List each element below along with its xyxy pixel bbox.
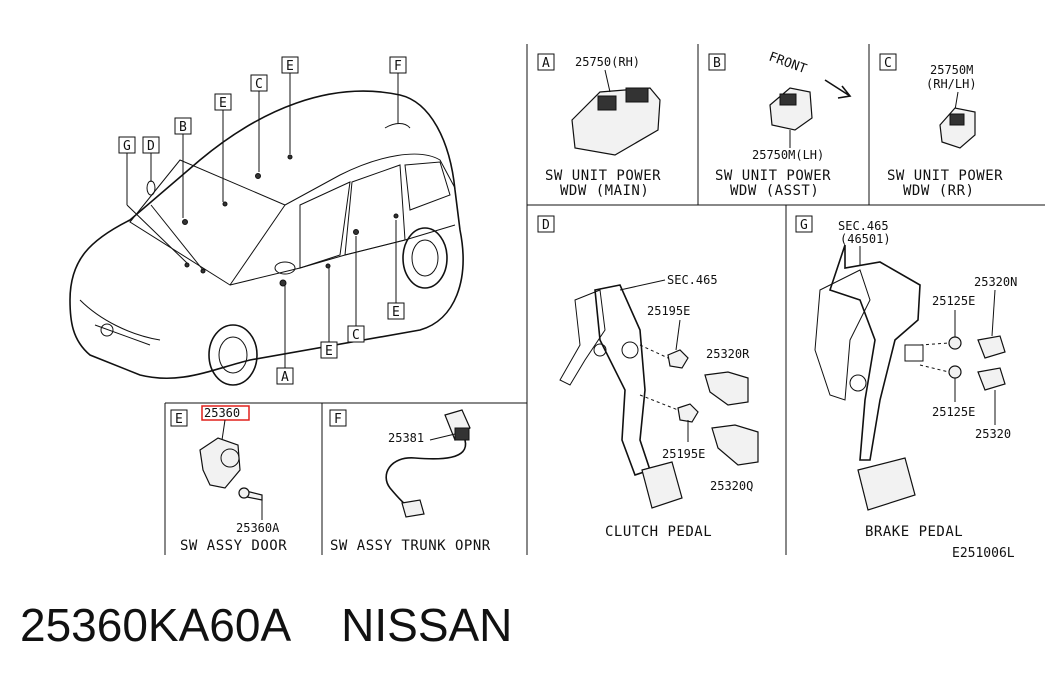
callout-b: B: [179, 120, 187, 135]
panel-d-letter: D: [542, 218, 550, 233]
callout-f: F: [394, 59, 402, 74]
panel-d-part-4: 25320Q: [710, 479, 753, 493]
panel-b-part-no: 25750M(LH): [752, 148, 824, 162]
callout-e-a: E: [219, 96, 227, 111]
panel-e-part-no: 25360A: [236, 521, 280, 535]
panel-d-sec: SEC.465: [667, 273, 718, 287]
callout-a: A: [281, 370, 289, 385]
callout-a-box: [276, 367, 294, 385]
footer: 25360KA60A NISSAN: [20, 598, 562, 652]
brand-name: NISSAN: [341, 599, 513, 651]
panel-a-caption-1: SW UNIT POWER: [545, 168, 661, 184]
panel-d-letter-box: [537, 215, 555, 233]
callout-c-box-b: [347, 325, 365, 343]
clutch-pedal-illustration: [559, 279, 759, 509]
panel-g-part-4: 25320: [975, 427, 1011, 441]
callout-e-b: E: [286, 59, 294, 74]
callout-f-box: [389, 56, 407, 74]
panel-e-letter: E: [175, 412, 183, 427]
panel-e-letter-box: [170, 409, 188, 427]
power-window-switch-asst: [769, 87, 813, 148]
panel-a-letter-box: [537, 53, 555, 71]
panel-b-caption-2: WDW (ASST): [730, 183, 819, 199]
callout-e-box-c: [320, 341, 338, 359]
panel-g-letter-box: [795, 215, 813, 233]
panel-b-letter-box: [708, 53, 726, 71]
callout-e-box-a: [214, 93, 232, 111]
panel-g-letter: G: [800, 218, 808, 233]
panel-c-caption-1: SW UNIT POWER: [887, 168, 1003, 184]
panel-d-caption: CLUTCH PEDAL: [605, 524, 712, 540]
panel-a-part-no: 25750(RH): [575, 55, 640, 69]
panel-c-letter-box: [879, 53, 897, 71]
door-switch-illustration: [199, 419, 263, 520]
diagram-code: E251006L: [952, 546, 1015, 561]
panel-f-letter: F: [334, 412, 342, 427]
panel-b-caption-1: SW UNIT POWER: [715, 168, 831, 184]
panel-g-part-3: 25125E: [932, 405, 975, 419]
panel-e-caption: SW ASSY DOOR: [180, 538, 287, 554]
panel-f-letter-box: [329, 409, 347, 427]
part-number: 25360KA60A: [20, 599, 292, 651]
callout-e-box-d: [387, 302, 405, 320]
panel-g-part-2: 25125E: [932, 294, 975, 308]
power-window-switch-main: [571, 69, 661, 156]
front-label: FRONT: [767, 50, 809, 78]
panel-b-letter: B: [713, 56, 721, 71]
callout-d-box: [142, 136, 160, 154]
panel-a-caption-2: WDW (MAIN): [560, 183, 649, 199]
callout-g: G: [123, 139, 131, 154]
panel-d-part-1: 25195E: [647, 304, 690, 318]
panel-e-part-highlight[interactable]: 25360: [204, 406, 240, 420]
callout-d: D: [147, 139, 155, 154]
callout-e-box-b: [281, 56, 299, 74]
trunk-opener-switch-illustration: [385, 409, 471, 518]
panel-g-sec-1: SEC.465: [838, 219, 889, 233]
callout-c-box-a: [250, 74, 268, 92]
panel-g-caption: BRAKE PEDAL: [865, 524, 963, 540]
power-window-switch-rr: [939, 91, 976, 149]
panel-c-caption-2: WDW (RR): [903, 183, 974, 199]
brake-pedal-illustration: [814, 244, 1006, 511]
part-highlight-box[interactable]: [201, 405, 250, 421]
panel-g-sec-2: (46501): [840, 232, 891, 246]
panel-c-part-no-2: (RH/LH): [926, 77, 977, 91]
vehicle-illustration: [69, 73, 464, 386]
panel-g-part-1: 25320N: [974, 275, 1017, 289]
panel-f-caption: SW ASSY TRUNK OPNR: [330, 538, 491, 554]
callout-e-d: E: [392, 305, 400, 320]
callout-b-box: [174, 117, 192, 135]
panel-c-letter: C: [884, 56, 892, 71]
front-arrow-icon: [824, 79, 852, 99]
callout-c-a: C: [255, 77, 263, 92]
panel-frames: [164, 44, 1045, 555]
panel-f-part-no: 25381: [388, 431, 424, 445]
callout-e-c: E: [325, 344, 333, 359]
callout-c-b: C: [352, 328, 360, 343]
panel-d-part-2: 25320R: [706, 347, 750, 361]
panel-c-part-no-1: 25750M: [930, 63, 973, 77]
panel-d-part-3: 25195E: [662, 447, 705, 461]
panel-a-letter: A: [542, 56, 550, 71]
callout-g-box: [118, 136, 136, 154]
